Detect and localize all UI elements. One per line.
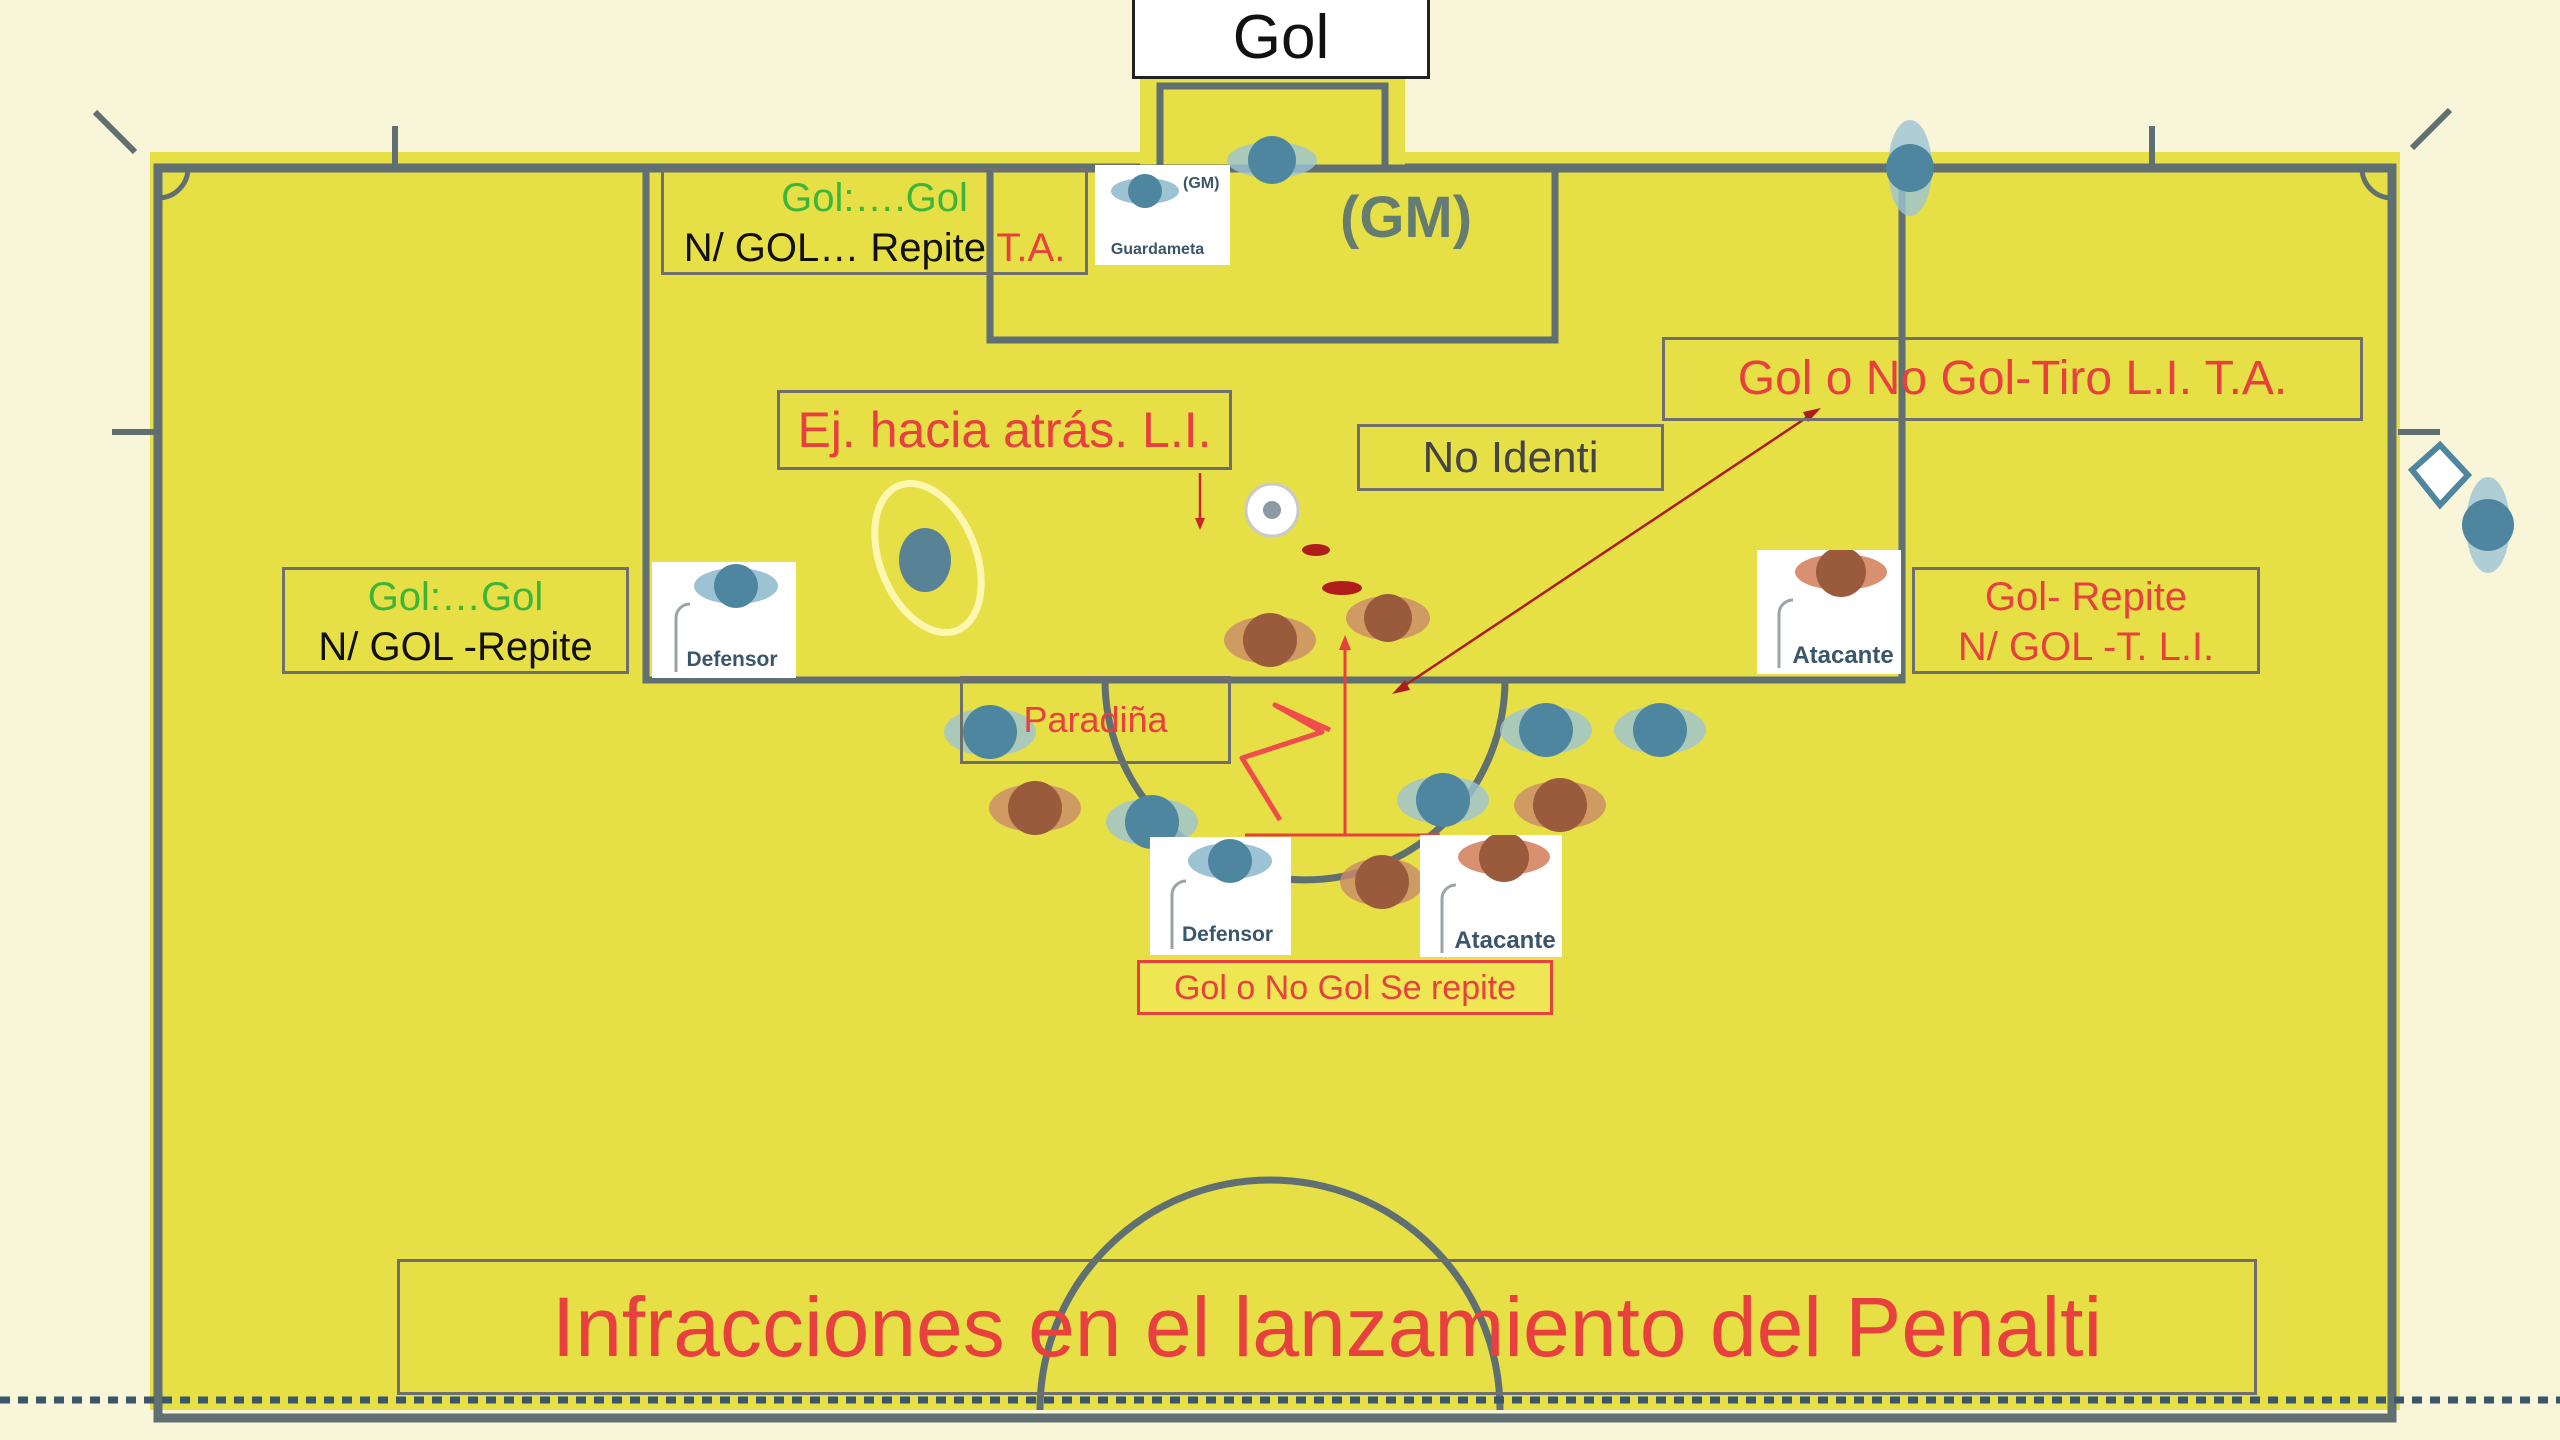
goalkeeper-gol-text: Gol:….Gol (781, 176, 968, 220)
referee-figure (871, 479, 985, 637)
goalkeeper-card: (GM) Guardameta (1095, 165, 1230, 265)
defensor-gol-text: Gol:…Gol (367, 575, 544, 619)
paradina-box: Paradiña (960, 676, 1231, 764)
atacante-card-right-icon (1777, 550, 1887, 668)
atacante-card-bottom: Atacante (1420, 835, 1562, 957)
defender-figure (1500, 703, 1592, 757)
attacker-figure (1514, 778, 1606, 832)
goalkeeper-nogol-text: N/ GOL… Repite T.A. (664, 223, 1085, 273)
tick-mark (92, 109, 138, 155)
goalkeeper-nogol-red: T.A. (996, 226, 1066, 270)
center-circle-arc (1036, 1176, 1504, 1411)
defensor-card-bottom-label: Defensor (1181, 923, 1274, 946)
tiro-text: Gol o No Gol-Tiro L.I. T.A. (1737, 352, 2288, 405)
se-repite-box: Gol o No Gol Se repite (1137, 960, 1553, 1015)
goalkeeper-card-label: Guardameta (1110, 241, 1205, 258)
attacker-figure (989, 781, 1081, 835)
goalkeeper-figure (1227, 136, 1317, 184)
title-box: Infracciones en el lanzamiento del Penal… (397, 1259, 2257, 1395)
goalkeeper-nogol-black: N/ GOL… Repite (683, 226, 987, 270)
defensor-card-left-icon (674, 564, 778, 672)
defender-figure (1397, 773, 1489, 827)
atacante-card-bottom-label: Atacante (1454, 927, 1556, 954)
assistant-referee-figure (1886, 120, 1934, 216)
no-identi-box: No Identi (1357, 424, 1664, 491)
defensor-annotation-box: Gol:…Gol N/ GOL -Repite (282, 567, 629, 674)
atacante-card-right: Atacante (1757, 550, 1901, 674)
defensor-card-bottom: Defensor (1150, 837, 1291, 955)
backward-arrow-head (1195, 518, 1205, 530)
gm-mark: (GM) (1340, 185, 1473, 250)
atacante-card-bottom-icon (1440, 835, 1550, 953)
defender-figure (1106, 795, 1198, 849)
backward-annotation-box: Ej. hacia atrás. L.I. (777, 390, 1232, 470)
backward-text: Ej. hacia atrás. L.I. (797, 402, 1212, 458)
corner-arc-right (2359, 167, 2393, 201)
goal-label: Gol (1232, 3, 1330, 72)
goalkeeper-card-badge: (GM) (1183, 175, 1220, 192)
defender-figure (1614, 703, 1706, 757)
attacker-figure (1340, 855, 1424, 909)
atacante-card-right-label: Atacante (1792, 642, 1894, 669)
defensor-nogol-text: N/ GOL -Repite (318, 625, 593, 669)
penalty-mark (1322, 581, 1362, 595)
goalkeeper-card-icon (1111, 174, 1179, 208)
penalty-mark (1302, 544, 1330, 556)
double-arrow-head (1392, 680, 1410, 694)
outside-player-figure (2462, 477, 2514, 573)
corner-arc-left (157, 167, 191, 201)
tick-mark (2409, 107, 2453, 151)
atacante-gol-text: Gol- Repite (1984, 575, 2188, 619)
defensor-card-bottom-icon (1170, 839, 1272, 949)
defensor-card-left: Defensor (652, 562, 796, 678)
atacante-annotation-box: Gol- Repite N/ GOL -T. L.I. (1912, 567, 2260, 674)
pitch-surface (150, 152, 2400, 1410)
defensor-card-left-label: Defensor (686, 648, 778, 671)
attacker-figure (1224, 613, 1316, 667)
corner-flag-icon (2407, 440, 2473, 510)
no-identi-text: No Identi (1422, 433, 1599, 482)
paradina-zigzag (1239, 702, 1332, 822)
defender-figure (944, 705, 1036, 759)
ball-icon (1244, 482, 1300, 538)
diagram-title: Infracciones en el lanzamiento del Penal… (551, 1280, 2103, 1374)
se-repite-text: Gol o No Gol Se repite (1173, 969, 1517, 1007)
tiro-annotation-box: Gol o No Gol-Tiro L.I. T.A. (1662, 337, 2363, 421)
double-arrow-line (1397, 410, 1816, 692)
paradina-text: Paradiña (1023, 699, 1168, 740)
atacante-nogol-text: N/ GOL -T. L.I. (1957, 625, 2215, 669)
attacker-figure (1346, 594, 1430, 642)
penalty-arc (1101, 679, 1509, 884)
kick-arrow-head (1339, 635, 1351, 650)
goalkeeper-annotation-box: Gol:….Gol N/ GOL… Repite T.A. (661, 168, 1088, 275)
goal-label-box: Gol (1132, 0, 1430, 79)
